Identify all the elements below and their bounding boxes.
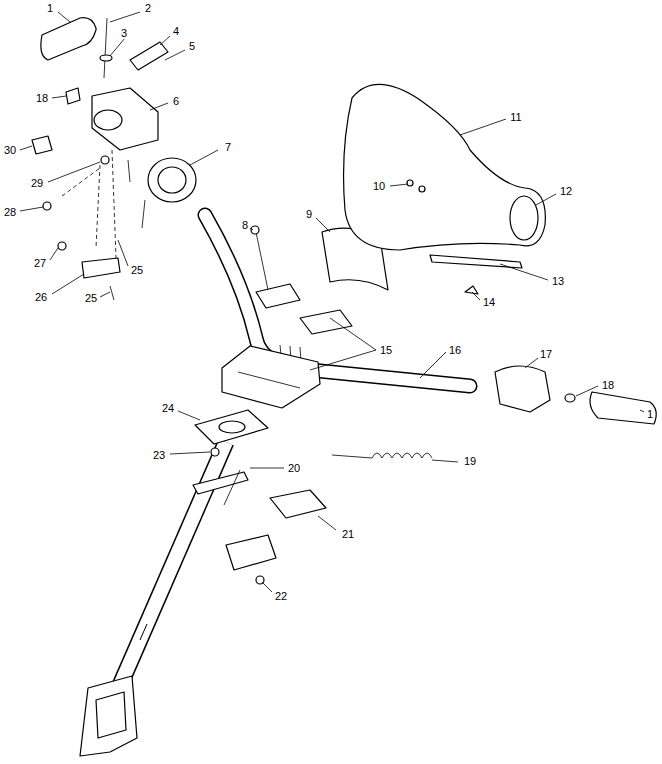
callout-number: 1 [46,2,54,14]
callout-number: 18 [601,379,615,391]
callout-number: 30 [3,144,17,156]
callout-number: 15 [379,344,393,356]
callout-number: 2 [144,2,152,14]
callout-number: 14 [482,296,496,308]
callout-number: 28 [3,206,17,218]
callout-number: 4 [172,25,180,37]
callout-number: 23 [152,449,166,461]
callout-number: 26 [34,291,48,303]
callout-number: 22 [274,590,288,602]
callout-number: 29 [30,177,44,189]
callout-number: 16 [448,344,462,356]
callout-number: 12 [559,185,573,197]
callout-number: 21 [341,528,355,540]
callout-number: 25 [84,292,98,304]
callout-number: 9 [305,208,313,220]
callout-number: 6 [172,95,180,107]
callout-number: 7 [224,141,232,153]
callout-number: 1 [646,408,654,420]
callout-number: 3 [120,27,128,39]
callout-number: 27 [33,257,47,269]
callout-number: 18 [35,92,49,104]
callout-number: 5 [188,40,196,52]
callout-number: 20 [287,462,301,474]
callout-number: 13 [551,275,565,287]
callout-number: 19 [463,455,477,467]
callout-number: 24 [161,402,175,414]
callout-number: 11 [509,111,522,123]
callout-number: 10 [372,180,386,192]
callout-number: 25 [130,264,144,276]
callout-number: 8 [241,219,249,231]
callout-number: 17 [539,348,553,360]
